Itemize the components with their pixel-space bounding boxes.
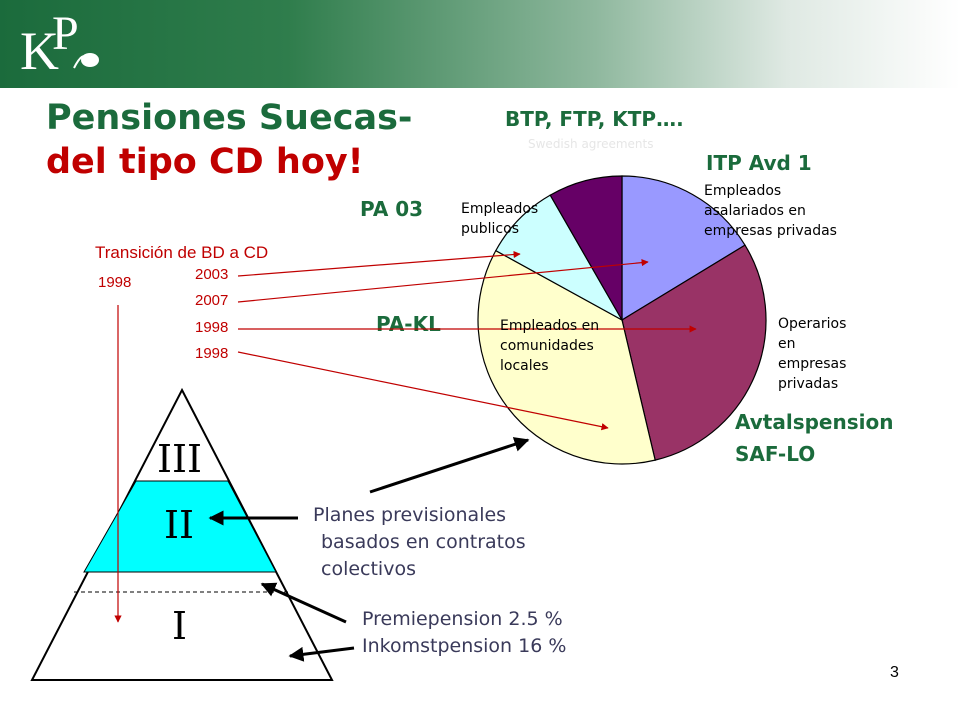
year-1998-a: 1998 (98, 274, 132, 291)
pyramid-level-2: II (164, 503, 195, 547)
planes-note: Planes previsionales basados en contrato… (313, 502, 526, 583)
pension-note: Premiepension 2.5 % Inkomstpension 16 % (362, 606, 566, 660)
slide-title: Pensiones Suecas- del tipo CD hoy! (46, 96, 412, 184)
pyramid-level-3: III (157, 437, 203, 481)
transition-label: Transición de BD a CD (95, 243, 269, 262)
arrow-to-pie (369, 437, 530, 494)
slice-1-line-0: Operarios (778, 316, 847, 332)
pyramid-level-2-fill (83, 480, 277, 573)
pie-chart (477, 175, 767, 465)
arrow-2003 (237, 250, 521, 277)
slice-3-line-0: Empleados (461, 201, 539, 217)
pa03-label: PA 03 (360, 197, 424, 221)
slice-3-line-1: publicos (461, 221, 519, 237)
slice-0-line-1: asalariados en (704, 203, 806, 219)
slice-2-line-2: locales (500, 358, 549, 374)
year-2003: 2003 (195, 266, 229, 283)
slice-2-line-1: comunidades (500, 338, 594, 354)
slice-0-line-0: Empleados (704, 183, 782, 199)
itp-label: ITP Avd 1 (706, 151, 812, 175)
pie-slice-otros (549, 175, 623, 323)
slice-1-line-2: empresas (778, 356, 847, 372)
saflo-label: SAF-LO (735, 442, 816, 466)
faint-subtitle: Swedish agreements (528, 137, 654, 151)
pyramid-level-1: I (172, 604, 188, 648)
slice-label-publicos: Empleados publicos (461, 199, 538, 239)
pie-slice-privados (621, 175, 746, 322)
arrow-premie (260, 582, 347, 624)
title-line-1: Pensiones Suecas- (46, 98, 413, 138)
planes-line-3: colectivos (321, 558, 416, 580)
pakl-label: PA-KL (376, 312, 441, 336)
arrow-1998-c (237, 351, 609, 431)
title-line-2: del tipo CD hoy! (46, 142, 364, 182)
planes-line-1: Planes previsionales (313, 504, 507, 526)
planes-line-2: basados en contratos (321, 531, 526, 553)
inkomstpension-text: Inkomstpension 16 % (362, 635, 567, 657)
arrow-2007 (237, 259, 649, 303)
slice-1-line-1: en (778, 336, 796, 352)
slice-label-comunidades: Empleados en comunidades locales (500, 316, 599, 376)
slice-0-line-2: empresas privadas (704, 223, 837, 239)
slice-2-line-0: Empleados en (500, 318, 600, 334)
slice-1-line-3: privadas (778, 376, 839, 392)
page-number: 3 (890, 664, 899, 681)
year-2007: 2007 (195, 292, 229, 309)
year-1998-c: 1998 (195, 345, 229, 362)
pie-slice-operarios (621, 244, 767, 461)
premiepension-text: Premiepension 2.5 % (362, 608, 563, 630)
arrow-inkomst (288, 646, 355, 662)
slice-label-operarios: Operarios en empresas privadas (778, 314, 846, 394)
btp-label: BTP, FTP, KTP…. (505, 107, 684, 131)
year-1998-b: 1998 (195, 319, 229, 336)
avtalspension-label: Avtalspension (735, 410, 894, 434)
header-banner (0, 0, 960, 88)
slice-label-privados: Empleados asalariados en empresas privad… (704, 181, 837, 241)
